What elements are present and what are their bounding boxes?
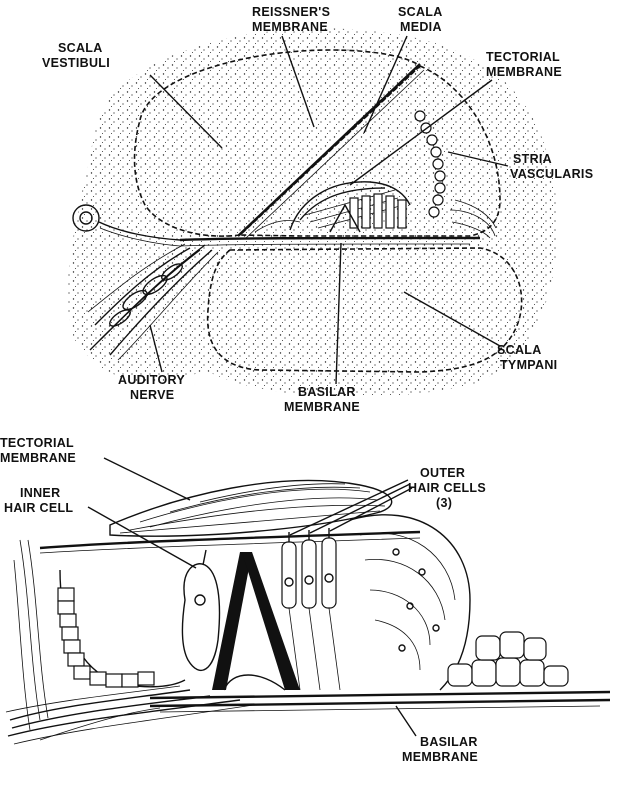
tectorial-membrane-detail xyxy=(110,481,392,537)
svg-text:INNER: INNER xyxy=(20,486,60,500)
svg-text:MEMBRANE: MEMBRANE xyxy=(486,65,562,79)
svg-text:REISSNER'S: REISSNER'S xyxy=(252,5,330,19)
svg-text:TECTORIAL: TECTORIAL xyxy=(0,436,74,450)
organ-of-corti-detail xyxy=(6,481,610,744)
svg-text:NERVE: NERVE xyxy=(130,388,174,402)
svg-text:VASCULARIS: VASCULARIS xyxy=(510,167,593,181)
svg-text:SCALA: SCALA xyxy=(58,41,103,55)
label-inner-hair-cell: INNER HAIR CELL xyxy=(4,486,196,568)
svg-text:MEMBRANE: MEMBRANE xyxy=(252,20,328,34)
svg-text:AUDITORY: AUDITORY xyxy=(118,373,185,387)
svg-text:MEMBRANE: MEMBRANE xyxy=(284,400,360,414)
inner-hair-cell-body xyxy=(182,550,219,670)
svg-text:SCALA: SCALA xyxy=(497,343,542,357)
svg-text:TECTORIAL: TECTORIAL xyxy=(486,50,560,64)
svg-text:STRIA: STRIA xyxy=(513,152,552,166)
svg-text:MEMBRANE: MEMBRANE xyxy=(402,750,478,764)
svg-text:HAIR CELLS: HAIR CELLS xyxy=(408,481,486,495)
svg-text:OUTER: OUTER xyxy=(420,466,465,480)
svg-text:HAIR CELL: HAIR CELL xyxy=(4,501,73,515)
nerve-fibers-detail xyxy=(6,686,260,744)
svg-text:VESTIBULI: VESTIBULI xyxy=(42,56,110,70)
svg-text:TYMPANI: TYMPANI xyxy=(500,358,557,372)
svg-text:BASILAR: BASILAR xyxy=(298,385,356,399)
svg-text:(3): (3) xyxy=(436,496,452,510)
svg-text:MEDIA: MEDIA xyxy=(400,20,442,34)
svg-text:MEMBRANE: MEMBRANE xyxy=(0,451,76,465)
inner-sulcus-cells xyxy=(58,588,154,687)
basilar-membrane-detail xyxy=(150,692,610,698)
label-basilar-membrane-bottom: BASILAR MEMBRANE xyxy=(396,706,478,764)
svg-text:SCALA: SCALA xyxy=(398,5,443,19)
cochlea-cross-section xyxy=(68,28,558,397)
svg-text:BASILAR: BASILAR xyxy=(420,735,478,749)
